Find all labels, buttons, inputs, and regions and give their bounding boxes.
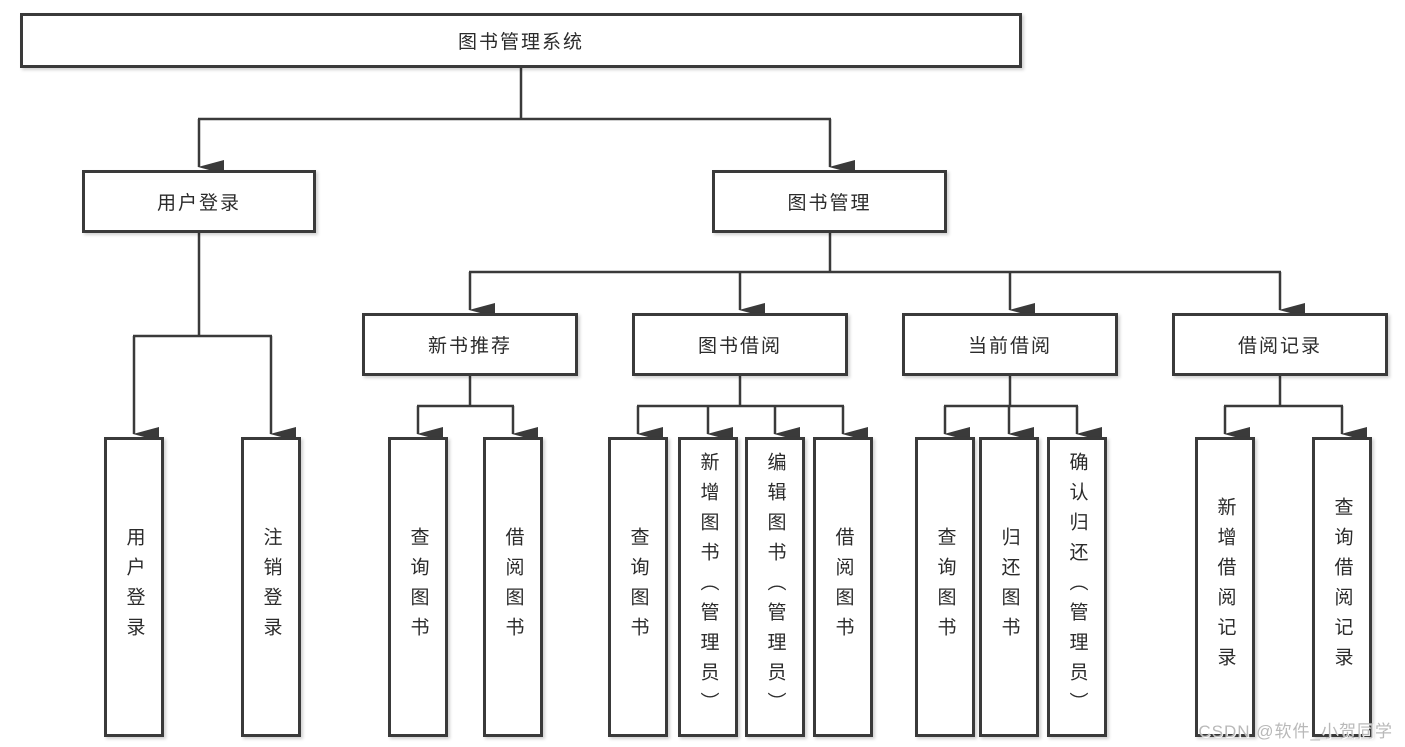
edge-group-book-borrow: [636, 376, 868, 441]
node-leaf-current-confirm-admin: 确认归还（管理员）: [1047, 437, 1107, 737]
node-leaf-logout: 注销登录: [241, 437, 301, 737]
csdn-watermark: CSDN @软件_小贺同学: [1198, 722, 1393, 741]
edge-group-user-login: [132, 233, 296, 441]
node-leaf-records-query: 查询借阅记录: [1312, 437, 1372, 737]
edge-group-current-borrow: [943, 376, 1102, 441]
node-book-borrow: 图书借阅: [632, 313, 848, 376]
edge-group-new-book-recommend: [416, 376, 538, 441]
edge-group-root: [197, 68, 855, 174]
node-borrow-records: 借阅记录: [1172, 313, 1388, 376]
node-leaf-current-query: 查询图书: [915, 437, 975, 737]
node-leaf-records-add: 新增借阅记录: [1195, 437, 1255, 737]
edge-group-book-management: [468, 233, 1305, 317]
node-leaf-borrow-borrow: 借阅图书: [813, 437, 873, 737]
node-leaf-newbook-query: 查询图书: [388, 437, 448, 737]
node-user-login: 用户登录: [82, 170, 316, 233]
node-leaf-borrow-query: 查询图书: [608, 437, 668, 737]
edge-group-borrow-records: [1223, 376, 1367, 441]
node-current-borrow: 当前借阅: [902, 313, 1118, 376]
node-system-root: 图书管理系统: [20, 13, 1022, 68]
node-leaf-current-return: 归还图书: [979, 437, 1039, 737]
node-leaf-newbook-borrow: 借阅图书: [483, 437, 543, 737]
node-leaf-borrow-edit-admin: 编辑图书（管理员）: [745, 437, 805, 737]
node-leaf-user-login: 用户登录: [104, 437, 164, 737]
node-book-management: 图书管理: [712, 170, 947, 233]
node-leaf-borrow-add-admin: 新增图书（管理员）: [678, 437, 738, 737]
node-new-book-recommend: 新书推荐: [362, 313, 578, 376]
